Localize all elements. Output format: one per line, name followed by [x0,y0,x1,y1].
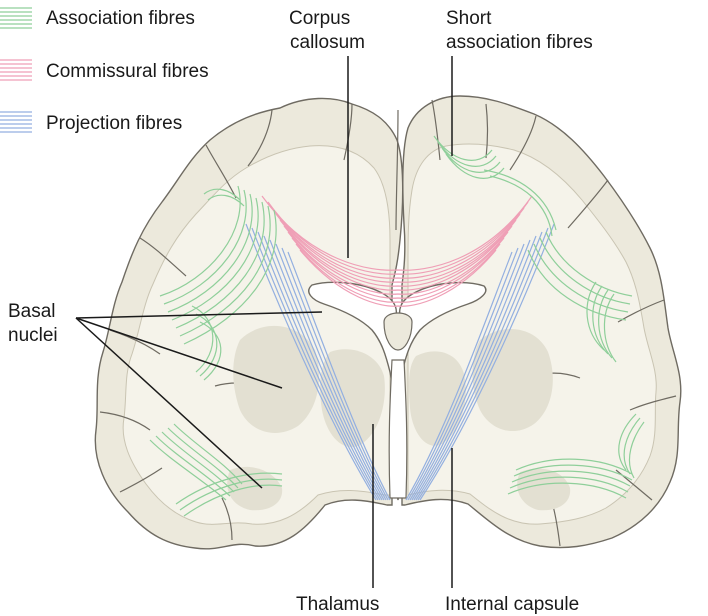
third-ventricle [388,359,408,499]
legend-swatch-commissural [0,59,32,81]
right-white-matter [407,143,657,525]
legend-label-association: Association fibres [46,8,195,29]
midline-fissure [395,109,399,231]
pointer-basal-nuclei-1 [75,311,323,319]
association-fibres-right [433,135,645,499]
commissural-fibres [261,195,533,307]
right-temporal-nucleus [517,468,571,511]
pointer-basal-nuclei-2 [75,317,283,389]
label-internal-capsule: Internal capsule [445,594,579,615]
pointer-basal-nuclei-3 [75,317,263,489]
projection-fibres-left [245,223,391,501]
left-temporal-nucleus [227,466,283,511]
label-thalamus: Thalamus [296,594,379,615]
legend-label-commissural: Commissural fibres [46,61,209,82]
label-short-association-fibres: Short association fibres [446,8,593,53]
legend-swatch-projection [0,111,32,133]
label-short-association-line-2: association fibres [446,32,593,53]
legend: Association fibres Commissural fibres Pr… [0,7,209,134]
label-basal-nuclei-line-2: nuclei [8,325,58,346]
septum-notch [383,312,413,351]
right-thalamus-region [408,351,466,446]
left-hemisphere [94,97,404,550]
label-basal-nuclei: Basal nuclei [8,301,58,346]
label-corpus-callosum: Corpus callosum [289,8,365,53]
label-corpus-callosum-line-1: Corpus [289,8,350,29]
pointer-lines [75,56,453,588]
left-basal-nuclei [233,325,320,433]
label-basal-nuclei-line-1: Basal [8,301,56,322]
label-short-association-line-1: Short [446,8,492,29]
projection-fibres-right [405,223,555,501]
association-fibres-left [149,185,283,517]
label-corpus-callosum-line-2: callosum [290,32,365,53]
legend-swatch-association [0,7,32,29]
legend-label-projection: Projection fibres [46,113,182,134]
right-basal-nuclei [472,328,553,432]
right-hemisphere [401,95,682,549]
